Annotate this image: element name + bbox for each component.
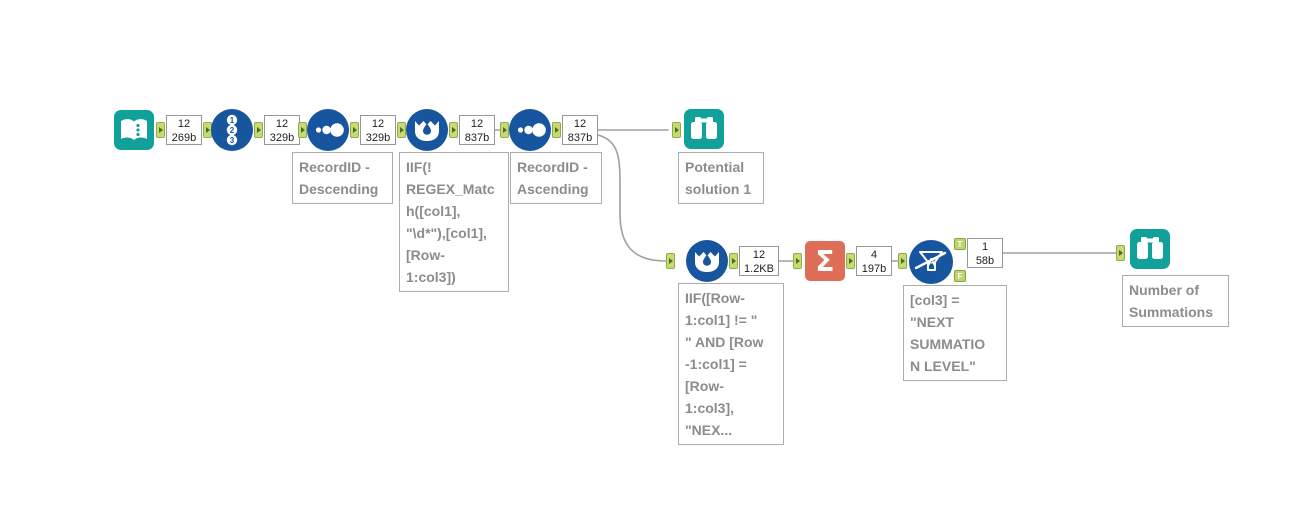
- input-anchor[interactable]: [1116, 245, 1125, 261]
- browse-icon: [1130, 229, 1170, 269]
- output-anchor[interactable]: [254, 122, 263, 138]
- record-count-badge: 4 197b: [856, 246, 892, 276]
- formula-icon: [686, 240, 728, 282]
- sort-icon: [307, 109, 349, 151]
- badge-rows: 12: [470, 118, 484, 130]
- input-anchor[interactable]: [500, 122, 509, 138]
- badge-rows: 12: [177, 118, 191, 130]
- tool-filter[interactable]: A: [909, 240, 953, 284]
- svg-text:Σ: Σ: [815, 245, 834, 278]
- annotation-formula-1[interactable]: IIF(! REGEX_Matc h([col1], "\d*"),[col1]…: [399, 152, 509, 292]
- badge-rows: 12: [371, 118, 385, 130]
- badge-size: 329b: [365, 132, 391, 144]
- summarize-icon: Σ: [805, 241, 845, 281]
- connector-wire: [597, 134, 667, 262]
- filter-icon: A: [909, 240, 953, 284]
- badge-size: 837b: [464, 132, 490, 144]
- record-id-icon: 1 2 3: [211, 109, 253, 151]
- badge-size: 197b: [861, 263, 887, 275]
- tool-record-id[interactable]: 1 2 3: [211, 109, 253, 151]
- input-anchor[interactable]: [793, 253, 802, 269]
- filter-true-anchor[interactable]: T: [954, 238, 966, 250]
- tool-browse-1[interactable]: [684, 109, 724, 149]
- badge-rows: 12: [275, 118, 289, 130]
- badge-rows: 4: [870, 249, 878, 261]
- output-anchor[interactable]: [449, 122, 458, 138]
- tool-sort-ascending[interactable]: [509, 109, 551, 151]
- input-anchor[interactable]: [898, 253, 907, 269]
- input-data-icon: [114, 110, 154, 150]
- tool-formula-1[interactable]: [406, 109, 448, 151]
- badge-rows: 1: [981, 241, 989, 253]
- browse-icon: [684, 109, 724, 149]
- record-count-badge: 12 837b: [459, 115, 495, 145]
- output-anchor[interactable]: [846, 253, 855, 269]
- filter-false-anchor[interactable]: F: [954, 270, 966, 282]
- output-anchor[interactable]: [552, 122, 561, 138]
- badge-size: 1.2KB: [744, 263, 774, 275]
- input-anchor[interactable]: [298, 122, 307, 138]
- record-count-badge: 12 329b: [360, 115, 396, 145]
- badge-size: 269b: [171, 132, 197, 144]
- annotation-formula-2[interactable]: IIF([Row- 1:col1] != " " AND [Row -1:col…: [678, 283, 784, 445]
- badge-rows: 12: [573, 118, 587, 130]
- tool-browse-2[interactable]: [1130, 229, 1170, 269]
- record-count-badge: 1 58b: [967, 238, 1003, 268]
- sort-icon: [509, 109, 551, 151]
- annotation-sort-ascending[interactable]: RecordID - Ascending: [510, 152, 602, 204]
- svg-text:2: 2: [230, 126, 235, 135]
- annotation-browse-2[interactable]: Number of Summations: [1122, 275, 1229, 327]
- badge-rows: 12: [752, 249, 766, 261]
- annotation-filter[interactable]: [col3] = "NEXT SUMMATIO N LEVEL": [903, 285, 1007, 381]
- formula-icon: [406, 109, 448, 151]
- tool-sort-descending[interactable]: [307, 109, 349, 151]
- input-anchor[interactable]: [666, 253, 675, 269]
- record-count-badge: 12 329b: [264, 115, 300, 145]
- badge-size: 329b: [269, 132, 295, 144]
- annotation-browse-1[interactable]: Potential solution 1: [678, 152, 764, 204]
- badge-size: 837b: [567, 132, 593, 144]
- svg-text:1: 1: [230, 116, 235, 125]
- svg-text:3: 3: [230, 136, 235, 145]
- tool-formula-2[interactable]: [686, 240, 728, 282]
- record-count-badge: 12 269b: [166, 115, 202, 145]
- input-anchor[interactable]: [672, 122, 681, 138]
- record-count-badge: 12 837b: [562, 115, 598, 145]
- svg-text:A: A: [928, 257, 936, 269]
- input-anchor[interactable]: [397, 122, 406, 138]
- annotation-sort-descending[interactable]: RecordID - Descending: [292, 152, 393, 204]
- record-count-badge: 12 1.2KB: [739, 246, 779, 276]
- output-anchor[interactable]: [729, 253, 738, 269]
- badge-size: 58b: [975, 255, 995, 267]
- output-anchor[interactable]: [350, 122, 359, 138]
- output-anchor[interactable]: [156, 122, 165, 138]
- tool-input-data[interactable]: [114, 110, 154, 150]
- tool-summarize[interactable]: Σ: [805, 241, 845, 281]
